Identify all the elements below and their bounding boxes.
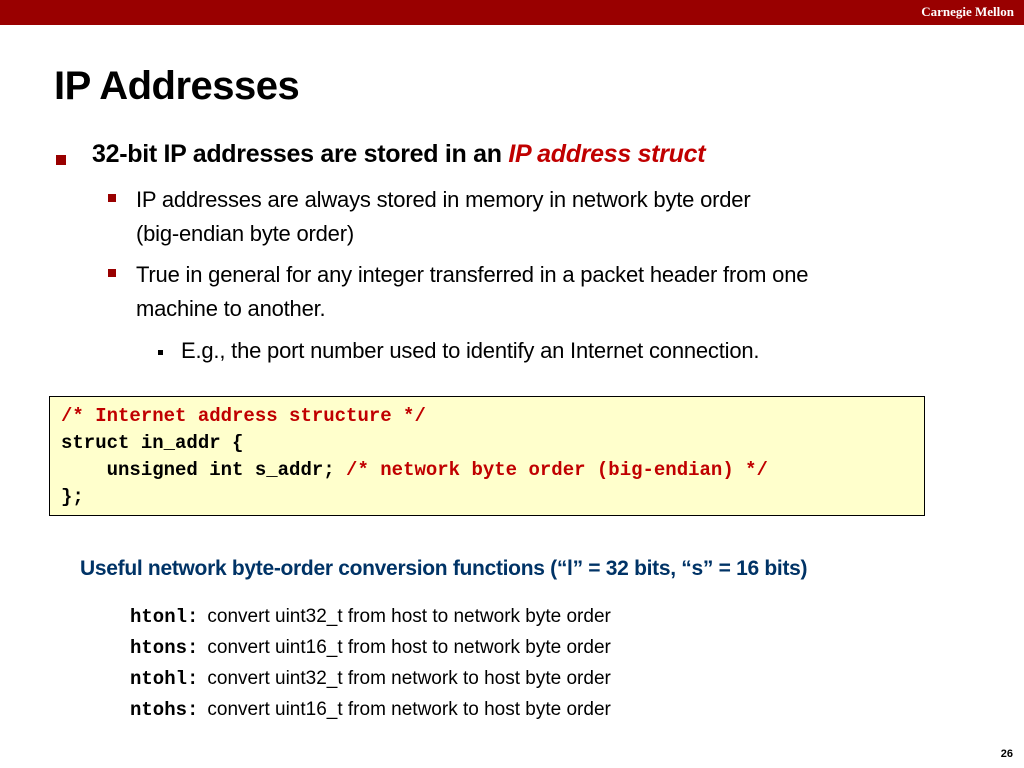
header-bar: Carnegie Mellon [0,0,1024,25]
code-comment: /* Internet address structure */ [61,405,426,427]
function-description: convert uint32_t from network to host by… [207,668,611,689]
function-name: htons: [130,637,199,659]
bullet-level1: 32-bit IP addresses are stored in an IP … [92,140,706,169]
bullet-level2-line: (big-endian byte order) [136,221,354,246]
bullet-square-icon [56,155,66,165]
bullet-level1-text: 32-bit IP addresses are stored in an [92,140,509,168]
brand-label: Carnegie Mellon [921,4,1014,19]
code-line: unsigned int s_addr; [61,459,335,481]
code-comment: /* network byte order (big-endian) */ [334,459,768,481]
function-name: ntohl: [130,668,199,690]
bullet-level2-item: IP addresses are always stored in memory… [136,183,751,251]
code-block: /* Internet address structure */ struct … [49,396,925,516]
page-number: 26 [1000,748,1013,760]
function-description: convert uint16_t from host to network by… [207,637,611,658]
function-name: htonl: [130,606,199,628]
code-line: struct in_addr { [61,432,244,454]
function-row: htonl: convert uint32_t from host to net… [130,606,611,637]
bullet-square-icon [158,350,163,355]
bullet-level3-line: E.g., the port number used to identify a… [181,338,760,363]
function-row: htons: convert uint16_t from host to net… [130,637,611,668]
function-description: convert uint32_t from host to network by… [207,606,611,627]
code-line: }; [61,486,84,508]
function-row: ntohs: convert uint16_t from network to … [130,699,611,730]
bullet-level2-line: True in general for any integer transfer… [136,262,809,287]
bullet-level1-emphasis: IP address struct [508,140,706,168]
bullet-level2-line: IP addresses are always stored in memory… [136,187,751,212]
function-list: htonl: convert uint32_t from host to net… [130,606,611,730]
bullet-level2-item: True in general for any integer transfer… [136,258,808,326]
functions-heading: Useful network byte-order conversion fun… [80,557,808,580]
bullet-square-icon [108,269,116,277]
bullet-square-icon [108,194,116,202]
function-name: ntohs: [130,699,199,721]
function-description: convert uint16_t from network to host by… [207,699,611,720]
bullet-level3-item: E.g., the port number used to identify a… [181,334,760,368]
page-title: IP Addresses [54,64,300,108]
function-row: ntohl: convert uint32_t from network to … [130,668,611,699]
bullet-level2-line: machine to another. [136,296,326,321]
